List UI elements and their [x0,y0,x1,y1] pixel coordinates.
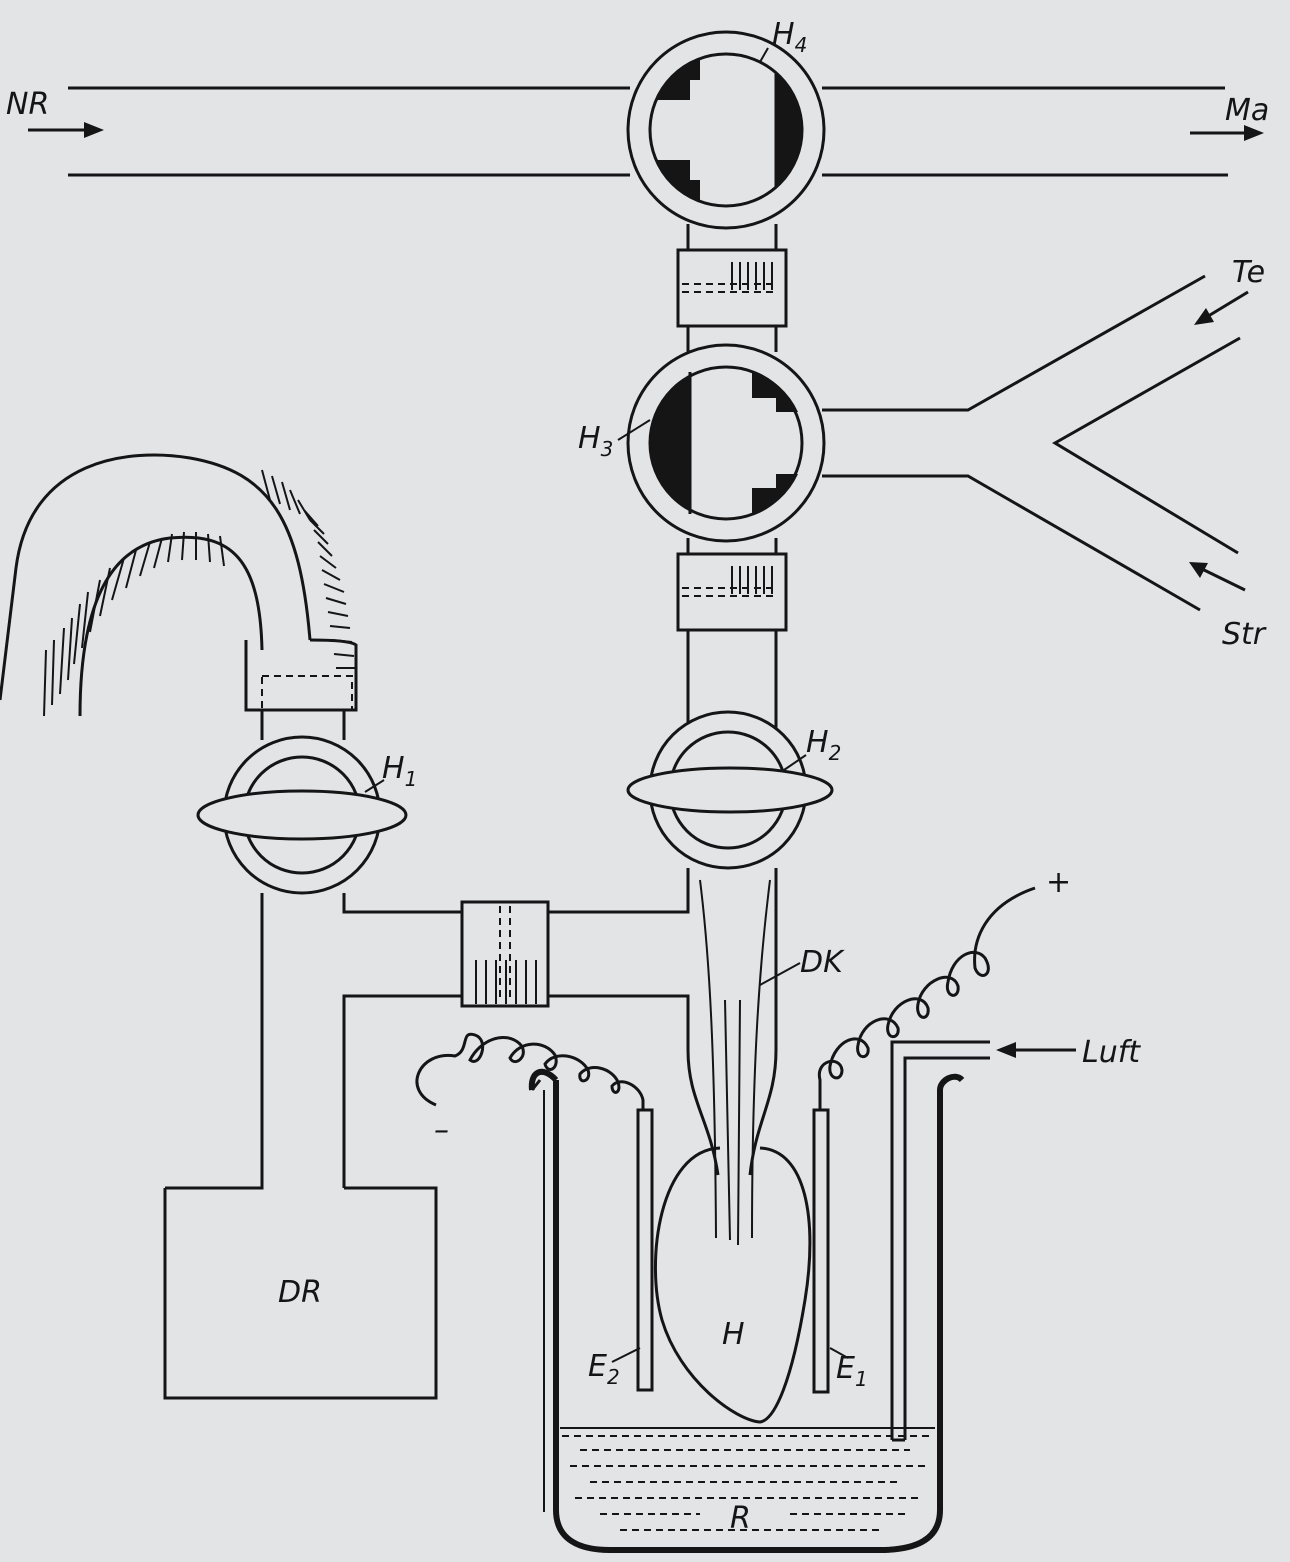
air-inlet-tube [890,1040,990,1442]
label-e1: E1 [836,1351,868,1391]
heart-specimen [653,1146,812,1424]
arrow-in-nr [28,122,104,138]
corrugated-hose [0,453,358,717]
arrow-in-str [1189,562,1246,592]
label-h3: H3 [578,421,613,461]
arrow-in-luft [996,1042,1076,1058]
connector-sleeve-2 [676,552,788,632]
label-dr: DR [278,1275,322,1310]
wire-negative [415,1032,645,1110]
arrow-out-ma [1190,125,1264,141]
electrode-e1 [812,1108,849,1394]
stopcock-h1 [196,735,408,895]
label-ma: Ma [1225,93,1269,128]
label-str: Str [1222,617,1267,652]
y-branch-pipe [822,274,1241,612]
wire-positive [817,886,1036,1110]
nozzle-dk [686,879,801,1246]
reservoir-dr [163,1186,438,1400]
stopcock-h3 [626,343,826,543]
label-h4: H4 [772,17,807,57]
arrow-in-te [1194,290,1249,325]
label-plus: + [1046,865,1071,900]
main-pipe [68,86,1228,177]
hose-tube-to-h1 [260,710,346,740]
label-dk: DK [800,945,845,980]
label-nr: NR [6,87,49,122]
electrode-e2 [611,1108,654,1392]
label-minus: – [434,1113,449,1148]
label-e2: E2 [588,1349,620,1389]
vessel-r [528,1068,965,1553]
label-h: H [722,1317,745,1352]
stopcock-h2 [626,710,834,870]
label-h1: H1 [382,751,417,791]
label-te: Te [1232,255,1265,290]
connector-sleeve-3 [460,900,550,1008]
label-leaders [364,47,807,793]
label-h2: H2 [806,725,841,765]
liquid-level [560,1427,935,1531]
label-luft: Luft [1082,1035,1141,1070]
label-r: R [730,1501,751,1536]
stopcock-h4 [626,30,826,230]
connector-sleeve-1 [676,248,788,328]
